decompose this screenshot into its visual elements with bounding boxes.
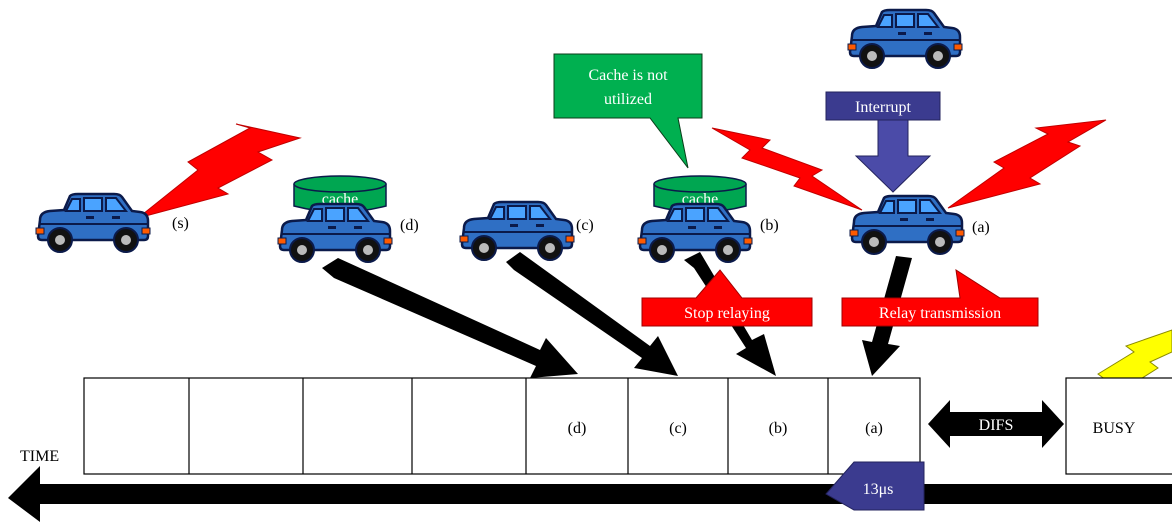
interrupt-label: Interrupt xyxy=(855,99,912,116)
slot-time-label: 13μs xyxy=(863,481,894,498)
lightning-bolt-left-of-a xyxy=(711,127,863,211)
slot-d-label: (d) xyxy=(568,420,587,437)
busy-box xyxy=(1065,377,1172,475)
relay-transmission-box xyxy=(841,268,1039,327)
slot-b-label: (b) xyxy=(769,420,788,437)
relay-transmission-label: Relay transmission xyxy=(879,305,1001,322)
time-axis-arrow xyxy=(8,466,1172,522)
arrow-d-to-slot xyxy=(322,258,578,378)
slot-a-label: (a) xyxy=(865,420,883,437)
timeline-slots xyxy=(83,377,921,475)
vehicle-b-label: (b) xyxy=(760,217,779,234)
vehicle-b-car xyxy=(636,202,754,264)
transmission-arrows xyxy=(322,252,912,378)
vehicle-a-car xyxy=(848,194,966,256)
slot-c-label: (c) xyxy=(669,420,687,437)
difs-label: DIFS xyxy=(979,417,1014,434)
lightning-bolt-source xyxy=(137,123,302,219)
lightning-bolt-right-of-a xyxy=(947,119,1107,209)
vehicle-s-car xyxy=(34,192,152,254)
busy-label: BUSY xyxy=(1093,420,1136,437)
vehicle-c-label: (c) xyxy=(576,217,594,234)
interrupt-arrow xyxy=(854,119,932,193)
vehicle-interrupter-car xyxy=(846,8,964,70)
cache-not-utilized-line2: utilized xyxy=(604,91,652,108)
difs-arrow xyxy=(928,400,1064,448)
vehicle-d-label: (d) xyxy=(400,217,419,234)
vehicle-c-car xyxy=(458,200,576,262)
cache-not-utilized-line1: Cache is not xyxy=(588,67,668,84)
time-label: TIME xyxy=(20,448,59,465)
slot-time-arrow xyxy=(825,461,925,511)
vehicle-d-car xyxy=(276,202,394,264)
arrow-c-to-slot xyxy=(506,252,678,376)
cache-not-utilized-callout xyxy=(553,53,703,169)
interrupt-box xyxy=(825,91,941,121)
vehicle-a-label: (a) xyxy=(972,219,990,236)
vehicle-s-label: (s) xyxy=(172,215,189,232)
stop-relaying-box xyxy=(641,269,813,327)
stop-relaying-label: Stop relaying xyxy=(684,305,770,322)
